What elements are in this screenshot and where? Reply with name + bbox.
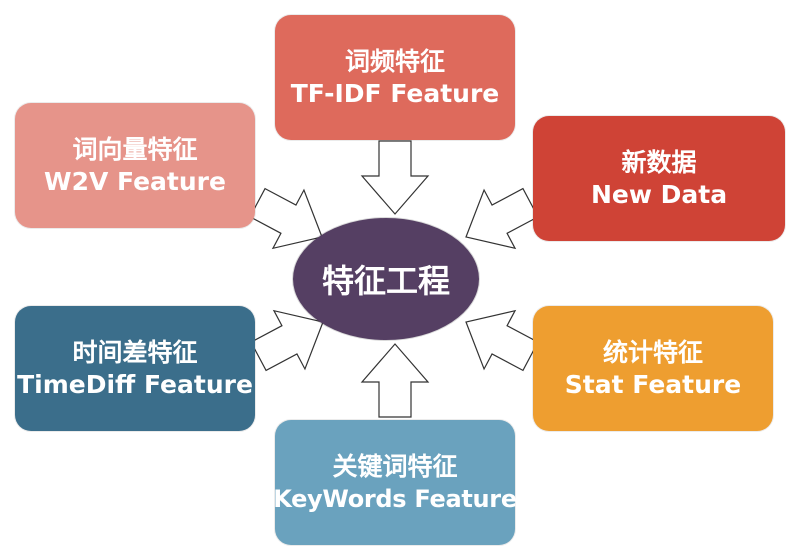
node-w2v-label-zh: 词向量特征 <box>72 134 198 164</box>
node-w2v-label-en: W2V Feature <box>44 166 226 196</box>
node-timediff-label-zh: 时间差特征 <box>72 337 198 367</box>
center-node-label: 特征工程 <box>321 262 450 300</box>
arrow-timediff-to-center <box>250 309 324 372</box>
node-stat-label-zh: 统计特征 <box>602 337 703 367</box>
node-w2v-feature: 词向量特征 W2V Feature <box>15 103 255 228</box>
node-tfidf-feature: 词频特征 TF-IDF Feature <box>275 15 515 140</box>
node-keywords-label-en: KeyWords Feature <box>273 484 517 513</box>
arrow-tfidf-to-center <box>360 140 430 215</box>
arrow-stat-to-center <box>465 309 539 372</box>
node-tfidf-label-zh: 词频特征 <box>344 46 445 76</box>
node-stat-feature: 统计特征 Stat Feature <box>533 306 773 431</box>
node-new-data: 新数据 New Data <box>533 116 785 241</box>
node-timediff-label-en: TimeDiff Feature <box>17 369 253 399</box>
arrow-keywords-to-center <box>360 343 430 418</box>
node-keywords-feature: 关键词特征 KeyWords Feature <box>273 420 517 545</box>
arrow-newdata-to-center <box>465 187 539 250</box>
center-node-feature-engineering: 特征工程 <box>293 218 479 340</box>
node-stat-label-en: Stat Feature <box>564 369 742 399</box>
node-tfidf-label-en: TF-IDF Feature <box>290 78 500 108</box>
node-newdata-label-zh: 新数据 <box>621 147 697 177</box>
arrow-w2v-to-center <box>249 187 323 250</box>
node-keywords-label-zh: 关键词特征 <box>332 451 458 481</box>
node-newdata-label-en: New Data <box>590 179 728 209</box>
node-timediff-feature: 时间差特征 TimeDiff Feature <box>15 306 255 431</box>
